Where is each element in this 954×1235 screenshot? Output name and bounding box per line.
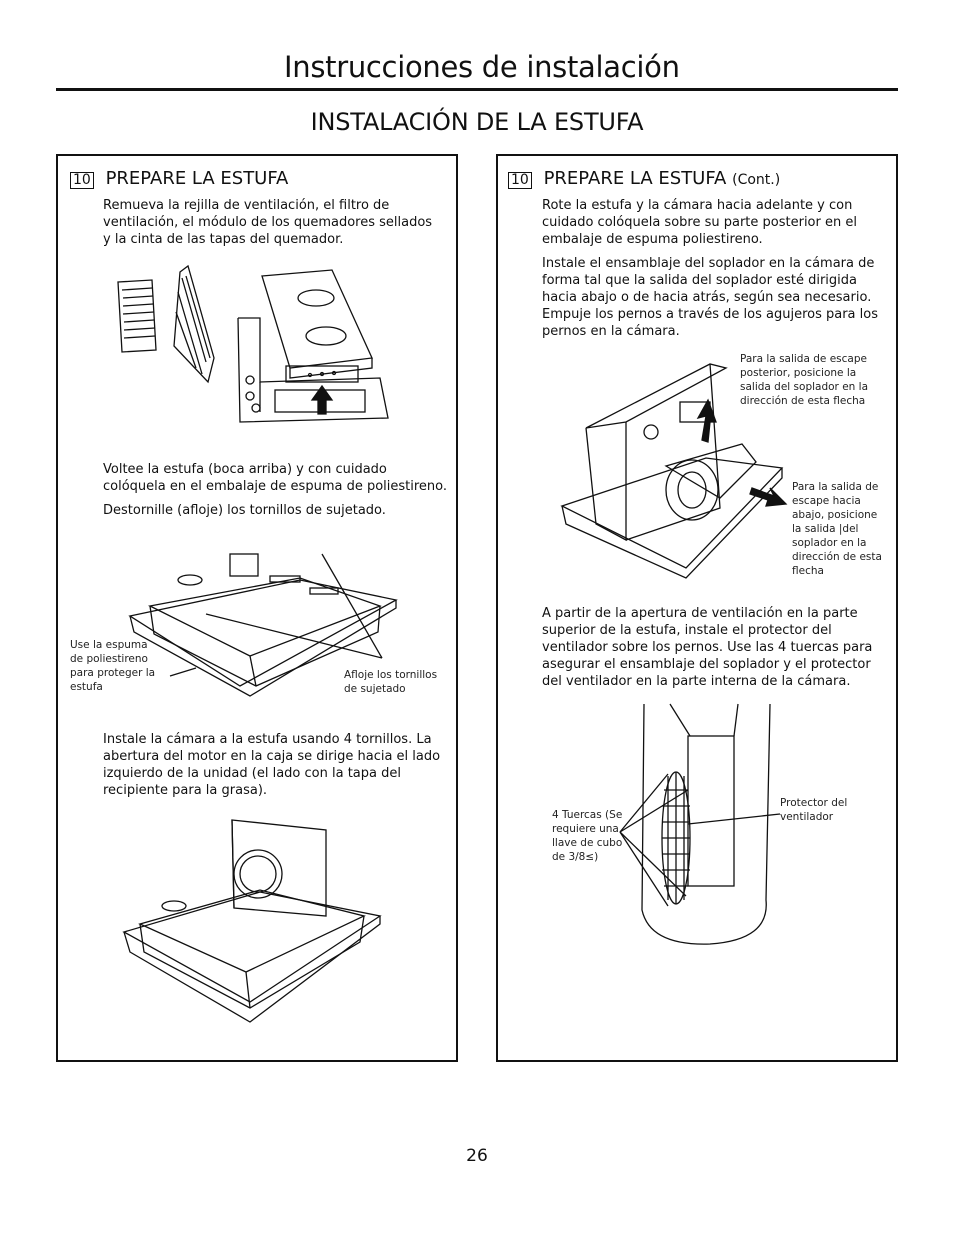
right-step-heading: 10 PREPARE LA ESTUFA (Cont.) xyxy=(508,168,780,189)
left-step-heading: 10 PREPARE LA ESTUFA xyxy=(70,168,288,189)
left-heading-text: PREPARE LA ESTUFA xyxy=(105,168,289,189)
foam-caption: Use la espuma de poliestireno para prote… xyxy=(70,639,156,693)
stove-on-foam-illustration xyxy=(128,553,398,697)
title-divider xyxy=(56,88,898,91)
right-step-number: 10 xyxy=(508,172,532,189)
fan-guard-illustration xyxy=(619,703,781,945)
pointer-line xyxy=(619,789,689,833)
down-arrow-icon xyxy=(749,487,788,507)
fan-guard-caption: Protector del ventilador xyxy=(780,797,848,823)
nuts-caption: 4 Tuercas (Se requiere una llave de cubo… xyxy=(552,809,623,863)
up-arrow-icon xyxy=(310,384,334,415)
pointer-line xyxy=(205,613,383,659)
foam-packaging xyxy=(128,579,398,697)
vent-opening xyxy=(641,703,771,945)
stove-body xyxy=(147,553,382,687)
down-exhaust-caption: Para la salida de escape hacia abajo, po… xyxy=(792,481,882,577)
pointer-line xyxy=(619,831,687,897)
stove-body xyxy=(138,889,366,1009)
vent-filter xyxy=(173,264,215,384)
chamber-box xyxy=(585,363,728,542)
burner-module xyxy=(261,269,373,383)
page-number: 26 xyxy=(466,1146,488,1166)
rear-exhaust-caption: Para la salida de escape posterior, posi… xyxy=(740,353,869,407)
section-title: INSTALACIÓN DE LA ESTUFA xyxy=(310,108,644,136)
right-para-1: Rote la estufa y la cámara hacia adelant… xyxy=(542,198,857,247)
vent-grille xyxy=(117,279,157,353)
pointer-line xyxy=(321,553,383,659)
blower-assembly-illustration xyxy=(560,363,788,579)
foam-base xyxy=(560,457,784,579)
blower-unit xyxy=(664,401,757,521)
screws-caption: Afloje los tornillos de sujetado xyxy=(344,669,438,695)
pointer-line xyxy=(169,667,197,677)
left-para-2: Voltee la estufa (boca arriba) y con cui… xyxy=(103,462,448,494)
pointer-line xyxy=(687,813,781,825)
foam-packaging xyxy=(122,891,382,1023)
right-heading-cont: (Cont.) xyxy=(732,172,781,188)
left-para-1: Remueva la rejilla de ventilación, el fi… xyxy=(103,198,433,247)
chamber-install-illustration xyxy=(122,819,382,1023)
right-heading-text: PREPARE LA ESTUFA xyxy=(543,168,727,189)
right-para-2: Instale el ensamblaje del soplador en la… xyxy=(542,256,878,339)
left-para-4: Instale la cámara a la estufa usando 4 t… xyxy=(103,732,441,798)
pointer-line xyxy=(619,831,669,907)
left-panel xyxy=(56,154,458,1062)
blower-chamber xyxy=(231,819,327,917)
cooktop-base xyxy=(237,317,389,423)
burner-removal-illustration xyxy=(117,264,389,423)
page-title: Instrucciones de instalación xyxy=(284,50,680,84)
right-panel xyxy=(496,154,898,1062)
left-para-3: Destornille (afloje) los tornillos de su… xyxy=(103,503,386,518)
pointer-line xyxy=(619,773,669,833)
rear-arrow-icon xyxy=(696,398,717,443)
left-step-number: 10 xyxy=(70,172,94,189)
right-para-3: A partir de la apertura de ventilación e… xyxy=(542,606,873,689)
